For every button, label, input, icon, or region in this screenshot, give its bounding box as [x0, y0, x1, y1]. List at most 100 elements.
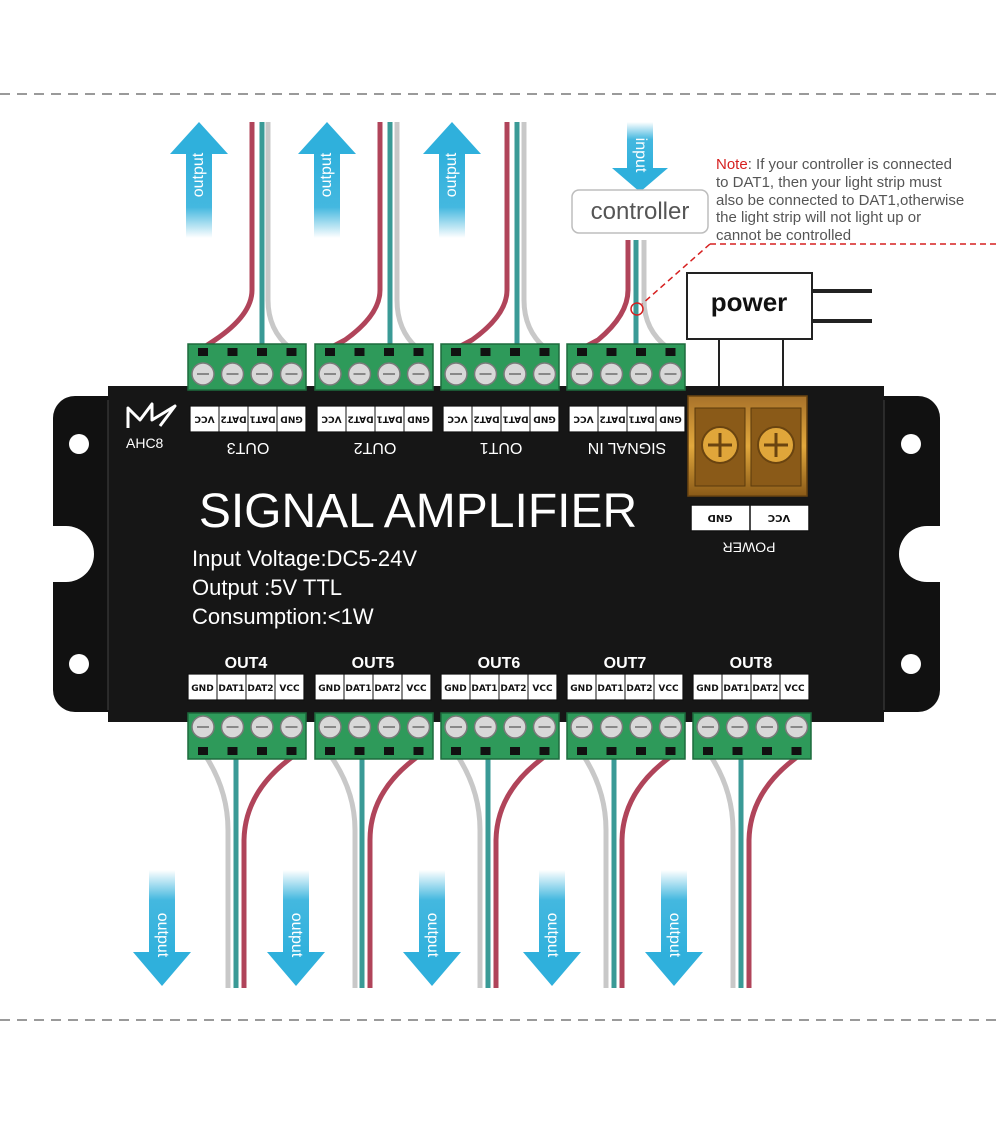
pin-slot — [384, 348, 394, 356]
note-pointer-line — [641, 243, 711, 305]
pin-slot — [325, 348, 335, 356]
pin-label: DAT1 — [218, 684, 244, 694]
note-target-circle — [630, 302, 644, 316]
pin-label: DAT1 — [471, 684, 497, 694]
pin-label: DAT1 — [628, 414, 654, 424]
pin-slot — [480, 348, 491, 356]
output-arrow-down-icon: output — [523, 870, 581, 986]
terminal-block — [440, 712, 560, 760]
power-label: power — [711, 287, 788, 317]
logo-text: AHC8 — [126, 435, 164, 451]
pin-label: VCC — [658, 684, 679, 694]
terminal-block — [314, 343, 434, 391]
pin-label: DAT2 — [599, 414, 625, 424]
output-arrow-up-icon: output — [423, 122, 481, 238]
pin-label: GND — [444, 684, 466, 694]
output-arrow-up-icon: output — [298, 122, 356, 238]
pin-label: DAT1 — [345, 684, 371, 694]
pin-slot — [539, 348, 550, 356]
terminal-block — [314, 712, 434, 760]
pin-label: GND — [696, 684, 718, 694]
pin-label: GND — [659, 414, 681, 424]
note: Note: If your controller is connected to… — [630, 156, 1000, 316]
spec-input-voltage: Input Voltage:DC5-24V — [192, 546, 417, 571]
terminal-block — [440, 343, 560, 391]
spec-consumption: Consumption:<1W — [192, 604, 374, 629]
pin-slot — [606, 348, 617, 356]
pin-label: VCC — [784, 684, 805, 694]
output-arrow-label: output — [318, 152, 335, 197]
pin-slot — [257, 747, 267, 755]
output-arrow-label: output — [666, 913, 683, 958]
pin-slot — [762, 747, 772, 755]
pin-label: DAT2 — [626, 684, 652, 694]
pin-slot — [227, 747, 238, 755]
note-line-4: the light strip will not light up or — [716, 209, 921, 226]
svg-text:Note: If your controller is co: Note: If your controller is connected — [716, 156, 952, 173]
pin-slot — [510, 747, 520, 755]
pin-label: VCC — [279, 684, 300, 694]
pin-label: GND — [191, 684, 213, 694]
port-label: OUT4 — [225, 655, 268, 672]
pin-slot — [665, 348, 676, 356]
pin-slot — [198, 747, 208, 755]
power-port-label: POWER — [723, 539, 776, 555]
pin-label: DAT2 — [500, 684, 526, 694]
pin-slot — [791, 747, 802, 755]
pin-label: VCC — [532, 684, 553, 694]
input-arrow-down-icon: input — [612, 122, 668, 192]
pin-slot — [539, 747, 550, 755]
controller-label: controller — [591, 198, 690, 225]
pin-label: VCC — [194, 414, 215, 424]
pin-slot — [636, 348, 646, 356]
output-arrow-up-icon: output — [170, 122, 228, 238]
pin-slot — [480, 747, 491, 755]
pin-label: DAT1 — [376, 414, 402, 424]
pin-slot — [577, 348, 587, 356]
pin-label: VCC — [447, 414, 468, 424]
pin-label: DAT1 — [249, 414, 275, 424]
note-line-3: also be connected to DAT1,otherwise — [716, 192, 964, 209]
pin-slot — [354, 747, 365, 755]
pin-label: DAT2 — [220, 414, 246, 424]
pin-slot — [325, 747, 335, 755]
power-pin-vcc: VCC — [768, 512, 790, 523]
output-arrow-label: output — [544, 913, 561, 958]
pin-label: DAT1 — [723, 684, 749, 694]
pin-label: VCC — [406, 684, 427, 694]
spec-output: Output :5V TTL — [192, 575, 342, 600]
pin-slot — [577, 747, 587, 755]
pin-slot — [354, 348, 365, 356]
pin-slot — [257, 348, 267, 356]
pin-label: GND — [318, 684, 340, 694]
port-label: OUT7 — [604, 655, 647, 672]
note-line-1: : If your controller is connected — [748, 156, 952, 173]
bottom-wires — [202, 752, 802, 988]
port-label: OUT6 — [478, 655, 521, 672]
pin-slot — [703, 747, 713, 755]
power-pin-gnd: GND — [708, 512, 733, 523]
port-label: OUT5 — [352, 655, 395, 672]
pin-slot — [384, 747, 394, 755]
note-line-5: cannot be controlled — [716, 227, 851, 244]
power-terminal: GND VCC POWER — [687, 395, 810, 555]
pin-label: DAT2 — [473, 414, 499, 424]
pin-label: DAT2 — [247, 684, 273, 694]
output-arrow-down-icon: output — [645, 870, 703, 986]
pin-label: DAT1 — [597, 684, 623, 694]
logo-mark-icon — [126, 402, 177, 428]
output-arrow-label: output — [154, 913, 171, 958]
device-title: SIGNAL AMPLIFIER — [199, 485, 637, 538]
pin-slot — [227, 348, 238, 356]
pin-label: GND — [407, 414, 429, 424]
port-label: OUT8 — [730, 655, 773, 672]
terminal-block — [566, 343, 686, 391]
